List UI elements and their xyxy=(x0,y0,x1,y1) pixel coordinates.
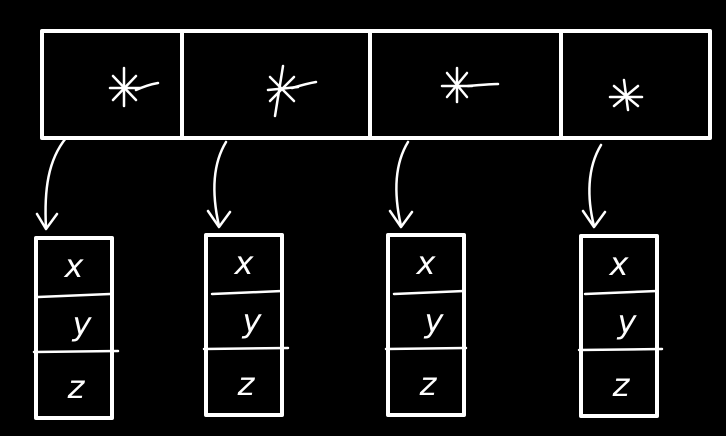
pointer-cell-0 xyxy=(108,66,160,108)
record-divider xyxy=(384,346,468,351)
record-divider xyxy=(32,349,120,354)
record-divider xyxy=(36,292,112,299)
arrow-1 xyxy=(206,140,232,229)
asterisk-icon xyxy=(608,78,644,112)
arrow-0 xyxy=(35,136,68,231)
record-divider xyxy=(583,289,659,296)
pointer-cell-2 xyxy=(440,66,500,104)
arrowhead-icon xyxy=(581,209,607,229)
field-x: x xyxy=(416,244,437,282)
field-z: z xyxy=(612,366,631,404)
record-outline xyxy=(204,233,284,417)
record-divider xyxy=(577,347,664,352)
record-1: x y z xyxy=(202,233,290,417)
field-z: z xyxy=(419,365,438,403)
field-y: y xyxy=(617,303,638,341)
field-y: y xyxy=(242,302,263,340)
pointer-arrows xyxy=(35,136,607,231)
record-2: x y z xyxy=(384,233,468,417)
record-0: x y z xyxy=(32,236,120,420)
pointer-cell-3 xyxy=(608,78,644,112)
field-x: x xyxy=(609,245,630,283)
field-x: x xyxy=(234,244,255,282)
record-divider xyxy=(210,289,284,296)
pointer-array xyxy=(40,29,712,140)
field-x: x xyxy=(64,247,85,285)
record-outline xyxy=(579,234,659,418)
record-divider xyxy=(392,289,466,296)
asterisk-icon xyxy=(108,66,160,108)
field-y: y xyxy=(72,305,93,343)
arrowhead-icon xyxy=(35,212,59,231)
record-divider xyxy=(202,346,290,351)
arrowhead-icon xyxy=(388,209,414,229)
asterisk-icon xyxy=(266,64,318,118)
field-z: z xyxy=(67,368,86,406)
arrow-2 xyxy=(388,140,414,229)
pointer-array-outline xyxy=(40,29,712,140)
record-outline xyxy=(34,236,114,420)
record-3: x y z xyxy=(577,234,664,418)
arrow-3 xyxy=(581,143,607,229)
record-outline xyxy=(386,233,466,417)
field-z: z xyxy=(237,365,256,403)
arrowhead-icon xyxy=(206,209,232,229)
asterisk-icon xyxy=(440,66,500,104)
pointer-cell-1 xyxy=(266,64,318,118)
field-y: y xyxy=(424,302,445,340)
